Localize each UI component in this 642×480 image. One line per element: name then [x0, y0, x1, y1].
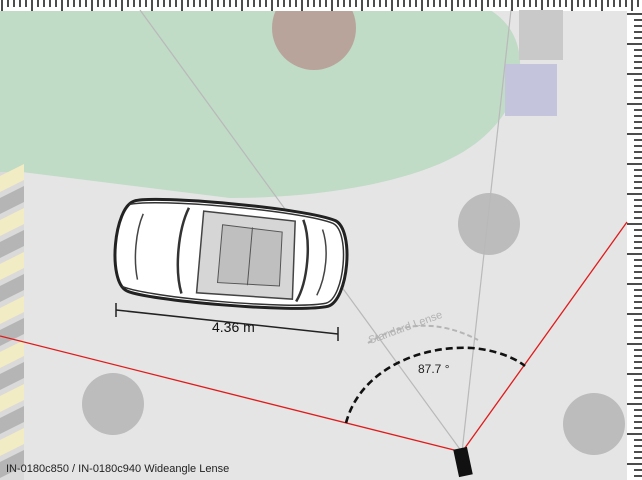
car-length-label: 4.36 m — [212, 319, 255, 335]
fov-line-left — [0, 335, 463, 453]
left-curb-stripes — [0, 164, 24, 480]
camera-icon — [453, 446, 473, 478]
tree-on-lawn — [272, 0, 356, 70]
top-ruler — [0, 0, 642, 11]
tree-center-right — [458, 193, 520, 255]
lens-caption: IN-0180c850 / IN-0180c940 Wideangle Lens… — [6, 463, 229, 475]
angle-label: 87.7 ° — [418, 362, 450, 376]
wideangle-arc — [344, 346, 526, 424]
right-scale-bar — [627, 11, 642, 480]
lawn-area — [0, 10, 521, 198]
tree-bottom-right — [563, 393, 625, 455]
car-length-dimension — [115, 303, 339, 341]
fov-line-right — [461, 221, 628, 453]
structure-square-gray — [519, 10, 563, 60]
tree-bottom-left — [82, 373, 144, 435]
structure-square-blue — [505, 64, 557, 116]
car-sketch — [113, 197, 349, 310]
standard-lens-arc — [367, 324, 479, 344]
standard-lens-line-right — [461, 9, 512, 453]
